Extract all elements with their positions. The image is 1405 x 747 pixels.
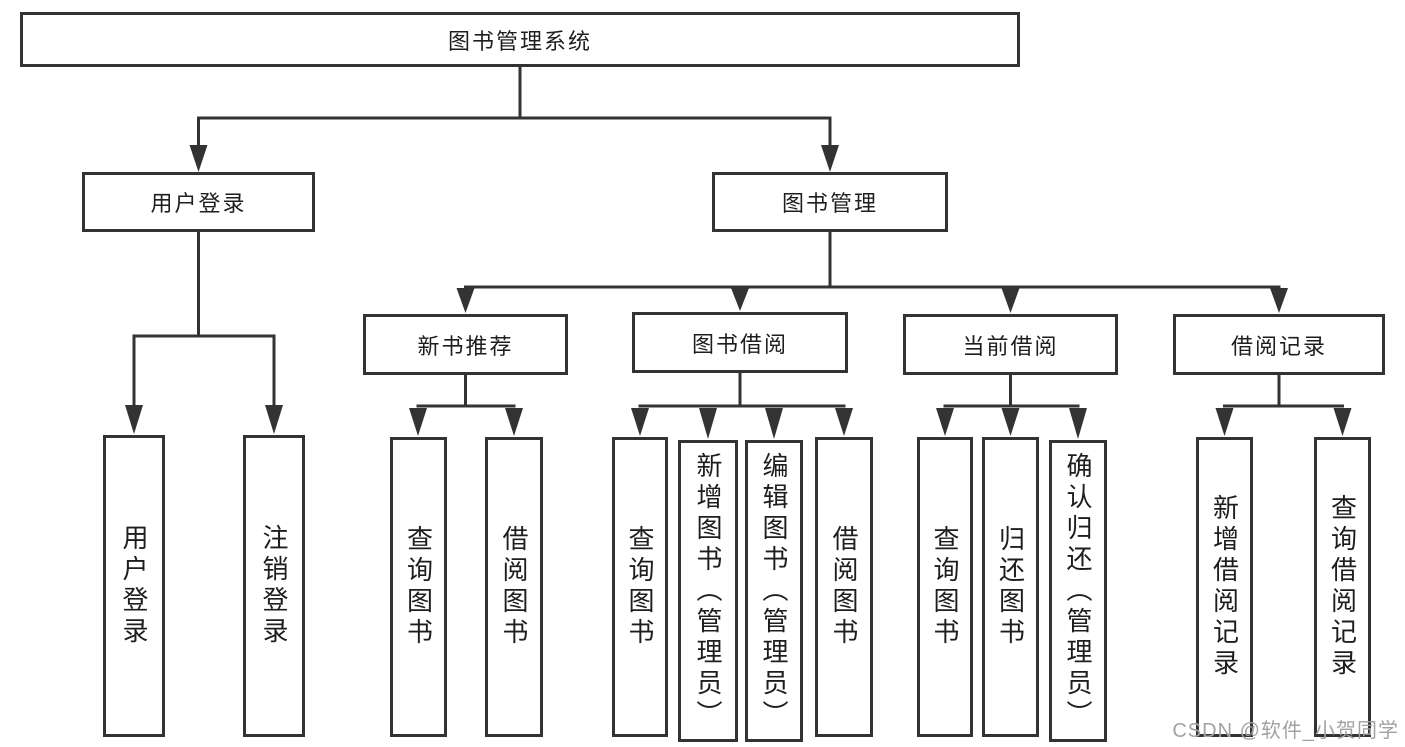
- arrowhead: [936, 408, 954, 436]
- leaf-query-books-current: 查询图书: [917, 437, 973, 737]
- node-book-borrowing: 图书借阅: [632, 312, 848, 373]
- arrowhead: [765, 408, 783, 439]
- arrowhead: [265, 405, 283, 434]
- leaf-add-books-admin-label: 新增图书（管理员）: [693, 451, 723, 731]
- node-book-borrowing-label: 图书借阅: [691, 331, 788, 357]
- node-user-login: 用户登录: [82, 172, 315, 232]
- arrowhead: [125, 405, 143, 434]
- node-root: 图书管理系统: [20, 12, 1020, 67]
- connector-user-login-branch: [125, 230, 283, 434]
- arrowhead: [821, 145, 839, 172]
- node-current-borrowing: 当前借阅: [903, 314, 1118, 375]
- arrowhead: [409, 408, 427, 436]
- arrowhead: [505, 408, 523, 436]
- node-new-book-recommendation-label: 新书推荐: [417, 333, 514, 359]
- csdn-watermark: CSDN @软件_小贺同学: [1172, 720, 1399, 742]
- leaf-query-books-current-label: 查询图书: [930, 525, 960, 649]
- leaf-query-books-borrow-label: 查询图书: [625, 525, 655, 649]
- leaf-query-borrow-record-label: 查询借阅记录: [1327, 494, 1358, 680]
- arrowhead: [189, 145, 208, 172]
- leaf-borrow-books-recommend-label: 借阅图书: [499, 525, 529, 649]
- leaf-logout: 注销登录: [243, 435, 305, 737]
- arrowhead: [1270, 288, 1288, 313]
- leaf-confirm-return-admin: 确认归还（管理员）: [1049, 440, 1107, 742]
- node-new-book-recommendation: 新书推荐: [363, 314, 568, 375]
- leaf-query-books-recommend-label: 查询图书: [403, 525, 434, 649]
- leaf-edit-books-admin-label: 编辑图书（管理员）: [759, 451, 789, 731]
- leaf-borrow-books-recommend: 借阅图书: [485, 437, 543, 737]
- node-borrowing-records: 借阅记录: [1173, 314, 1385, 375]
- connector-root-to-level1: [189, 65, 839, 172]
- arrowhead: [731, 288, 749, 311]
- leaf-confirm-return-admin-label: 确认归还（管理员）: [1063, 451, 1093, 731]
- leaf-add-books-admin: 新增图书（管理员）: [678, 440, 738, 742]
- leaf-user-login-label: 用户登录: [119, 524, 149, 648]
- leaf-add-borrow-record-label: 新增借阅记录: [1209, 494, 1240, 680]
- leaf-borrow-books-borrow-label: 借阅图书: [829, 525, 859, 649]
- arrowhead: [631, 408, 649, 436]
- connector-book-borrowing-branch: [631, 371, 853, 439]
- arrowhead: [1001, 408, 1020, 436]
- leaf-query-books-recommend: 查询图书: [390, 437, 447, 737]
- arrowhead: [1215, 408, 1234, 436]
- arrowhead: [835, 408, 853, 436]
- leaf-borrow-books-borrow: 借阅图书: [815, 437, 873, 737]
- arrowhead: [456, 288, 475, 313]
- node-user-login-label: 用户登录: [150, 191, 247, 216]
- leaf-query-borrow-record: 查询借阅记录: [1314, 437, 1371, 737]
- arrowhead: [699, 408, 717, 439]
- connector-borrowing-records-branch: [1215, 373, 1352, 436]
- leaf-return-books-label: 归还图书: [995, 525, 1026, 649]
- connector-new-book-recommendation-branch: [409, 373, 523, 436]
- connector-book-management-branch: [456, 230, 1288, 313]
- leaf-edit-books-admin: 编辑图书（管理员）: [745, 440, 803, 742]
- leaf-query-books-borrow: 查询图书: [612, 437, 668, 737]
- node-root-label: 图书管理系统: [447, 28, 592, 54]
- arrowhead: [1333, 408, 1352, 436]
- node-book-management: 图书管理: [712, 172, 948, 232]
- connector-current-borrowing-branch: [936, 373, 1087, 439]
- node-current-borrowing-label: 当前借阅: [962, 333, 1059, 359]
- leaf-logout-label: 注销登录: [259, 524, 289, 648]
- arrowhead: [1001, 288, 1020, 313]
- node-book-management-label: 图书管理: [781, 191, 878, 216]
- leaf-user-login: 用户登录: [103, 435, 165, 737]
- leaf-add-borrow-record: 新增借阅记录: [1196, 437, 1253, 737]
- node-borrowing-records-label: 借阅记录: [1230, 333, 1327, 359]
- leaf-return-books: 归还图书: [982, 437, 1039, 737]
- arrowhead: [1069, 408, 1087, 439]
